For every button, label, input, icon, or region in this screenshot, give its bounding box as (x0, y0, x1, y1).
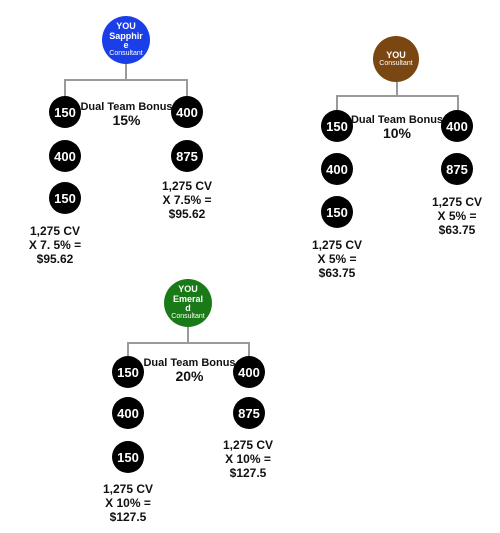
cv-node: 875 (171, 140, 203, 172)
connector (186, 79, 188, 97)
you-node: YOU Sapphire Consultant (102, 16, 150, 64)
cv-node: 150 (112, 356, 144, 388)
connector (127, 342, 129, 357)
connector (64, 79, 187, 81)
bonus-percent: 15% (112, 112, 141, 129)
role-label: Consultant (379, 60, 413, 68)
cv-node: 150 (49, 182, 81, 214)
you-node: YOU Emerald Consultant (164, 279, 212, 327)
calc-line: $63.75 (438, 222, 476, 237)
right-calculation: 1,275 CV X 5% = $63.75 (424, 195, 490, 237)
cv-node: 150 (49, 96, 81, 128)
cv-node: 400 (441, 110, 473, 142)
bonus-label: Dual Team Bonus 15% (80, 101, 173, 128)
calc-line: 1,275 CV (222, 438, 274, 452)
calc-line: 1,275 CV (431, 195, 483, 209)
calc-line: $95.62 (168, 206, 206, 221)
you-label: YOU (386, 49, 406, 60)
connector (127, 342, 249, 344)
connector (336, 95, 338, 111)
calc-line: 1,275 CV (29, 224, 81, 238)
bonus-label: Dual Team Bonus 20% (142, 357, 237, 384)
bonus-title: Dual Team Bonus (80, 101, 173, 113)
calc-line: $127.5 (229, 465, 267, 480)
calc-line: X 10% = (225, 451, 271, 466)
bonus-title: Dual Team Bonus (143, 357, 236, 369)
calc-line: $63.75 (318, 265, 356, 280)
calc-line: X 7.5% = (162, 192, 212, 207)
role-label: Consultant (171, 313, 205, 321)
you-label: YOU (116, 21, 136, 32)
calc-line: $95.62 (36, 251, 74, 266)
cv-node: 400 (233, 356, 265, 388)
role-label: Consultant (109, 50, 143, 58)
level-label: Emerald (172, 293, 204, 314)
calc-line: 1,275 CV (311, 238, 363, 252)
you-node: YOU Consultant (373, 36, 419, 82)
cv-node: 875 (233, 397, 265, 429)
cv-node: 400 (49, 140, 81, 172)
left-calculation: 1,275 CV X 7. 5% = $95.62 (20, 224, 90, 266)
connector (396, 82, 398, 95)
cv-node: 875 (441, 153, 473, 185)
level-label: Sapphire (109, 30, 143, 51)
connector (336, 95, 458, 97)
cv-node: 400 (171, 96, 203, 128)
cv-node: 400 (321, 153, 353, 185)
cv-node: 150 (112, 441, 144, 473)
calc-line: 1,275 CV (161, 179, 213, 193)
calc-line: X 10% = (105, 495, 151, 510)
bonus-percent: 10% (382, 125, 412, 142)
connector (457, 95, 459, 111)
connector (125, 64, 127, 79)
cv-node: 400 (112, 397, 144, 429)
you-label: YOU (178, 284, 198, 295)
left-calculation: 1,275 CV X 5% = $63.75 (302, 238, 372, 280)
right-calculation: 1,275 CV X 10% = $127.5 (212, 438, 284, 480)
calc-line: 1,275 CV (102, 482, 154, 496)
connector (64, 79, 66, 97)
cv-node: 150 (321, 110, 353, 142)
left-calculation: 1,275 CV X 10% = $127.5 (92, 482, 164, 524)
calc-line: X 5% = (437, 208, 477, 223)
calc-line: X 5% = (317, 251, 357, 266)
right-calculation: 1,275 CV X 7.5% = $95.62 (152, 179, 222, 221)
calc-line: X 7. 5% = (28, 237, 82, 252)
bonus-label: Dual Team Bonus 10% (350, 114, 444, 141)
connector (248, 342, 250, 357)
bonus-title: Dual Team Bonus (350, 114, 444, 126)
calc-line: $127.5 (109, 509, 147, 524)
bonus-percent: 20% (175, 368, 204, 385)
cv-node: 150 (321, 196, 353, 228)
connector (187, 327, 189, 342)
